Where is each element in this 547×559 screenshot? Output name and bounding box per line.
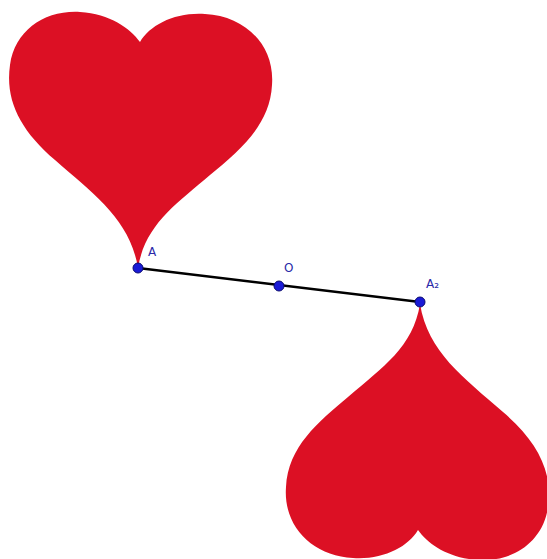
heart-group bbox=[9, 12, 547, 559]
point-label: A bbox=[148, 246, 156, 258]
point-dot bbox=[274, 281, 284, 291]
segment-line bbox=[138, 268, 420, 302]
point-dot bbox=[415, 297, 425, 307]
point-label: O bbox=[284, 262, 293, 274]
heart-shape bbox=[286, 304, 547, 559]
point-dot bbox=[133, 263, 143, 273]
point-label: A₂ bbox=[426, 278, 439, 290]
heart-shape bbox=[9, 12, 272, 268]
